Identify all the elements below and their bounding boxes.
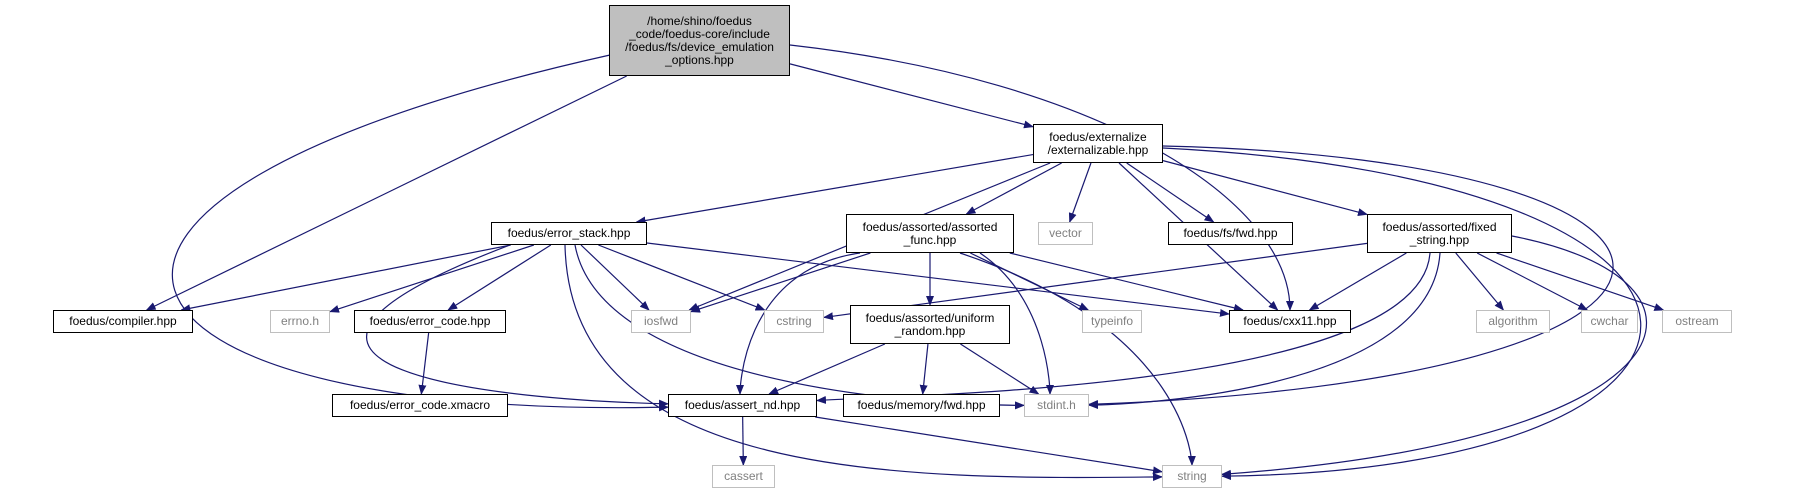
edge-fixed-string-to-ostream [1496,252,1665,311]
edge-assert-nd-to-cassert [739,416,748,466]
node-label: string [1177,469,1207,483]
node-label: typeinfo [1090,314,1134,328]
edge-root-to-compiler [145,75,627,311]
node-label: foedus/error_stack.hpp [507,226,631,240]
edge-assorted-func-to-assert-nd [736,252,861,395]
node-label: cassert [724,469,763,483]
node-externalizable[interactable]: foedus/externalize /externalizable.hpp [1033,124,1163,163]
node-label: vector [1049,226,1082,240]
edge-fixed-string-to-algorithm [1455,252,1505,311]
edge-externalizable-to-fs-fwd [1126,162,1215,223]
edge-externalizable-to-string [1162,147,1642,481]
node-fixed-string[interactable]: foedus/assorted/fixed _string.hpp [1367,214,1512,253]
node-assert-nd[interactable]: foedus/assert_nd.hpp [668,394,817,417]
node-error-stack[interactable]: foedus/error_stack.hpp [491,222,647,245]
node-label: cstring [776,314,812,328]
edge-fixed-string-to-cxx11 [1308,252,1407,311]
edge-assorted-func-to-stdint [979,252,1054,395]
edge-error-code-to-error-code-xmacro [418,332,430,395]
edge-error-stack-to-error-code [447,244,552,311]
node-string[interactable]: string [1162,465,1222,488]
node-label: foedus/assorted/fixed _string.hpp [1382,219,1497,247]
edge-externalizable-to-vector [1068,162,1092,223]
node-root[interactable]: /home/shino/foedus _code/foedus-core/inc… [609,5,790,76]
edge-assorted-func-to-cxx11 [1009,252,1244,312]
edge-uniform-random-to-assert-nd [768,343,886,395]
edge-error-stack-to-iosfwd [580,244,650,311]
node-iosfwd[interactable]: iosfwd [631,310,691,333]
edge-assorted-func-to-string [959,252,1196,466]
edge-error-stack-to-cstring [598,244,766,311]
node-cwchar[interactable]: cwchar [1581,310,1638,333]
node-memory-fwd[interactable]: foedus/memory/fwd.hpp [843,394,1000,417]
edge-error-stack-to-string [564,244,1163,481]
node-vector[interactable]: vector [1038,222,1093,245]
edge-error-stack-to-compiler [180,244,511,313]
node-stdint[interactable]: stdint.h [1024,394,1089,417]
node-label: foedus/assorted/assorted _func.hpp [862,219,998,247]
node-label: foedus/memory/fwd.hpp [857,398,986,412]
edge-externalizable-to-fixed-string [1162,160,1368,216]
edge-externalizable-to-assorted-func [965,162,1062,215]
node-label: foedus/externalize /externalizable.hpp [1047,129,1149,157]
edge-assert-nd-to-string [815,416,1163,475]
node-label: foedus/error_code.xmacro [349,398,491,412]
node-algorithm[interactable]: algorithm [1476,310,1550,333]
node-label: foedus/fs/fwd.hpp [1183,226,1278,240]
edge-root-to-cxx11 [789,44,1294,311]
node-label: cwchar [1590,314,1629,328]
node-label: foedus/compiler.hpp [69,314,177,328]
node-cstring[interactable]: cstring [764,310,824,333]
node-label: errno.h [280,314,320,328]
node-typeinfo[interactable]: typeinfo [1082,310,1142,333]
edge-layer [145,44,1665,481]
edge-fixed-string-to-string [1221,235,1647,478]
node-errno[interactable]: errno.h [270,310,330,333]
node-fs-fwd[interactable]: foedus/fs/fwd.hpp [1168,222,1293,245]
node-label: ostream [1675,314,1719,328]
node-label: foedus/error_code.hpp [369,314,491,328]
edge-root-to-externalizable [789,63,1034,129]
node-label: foedus/assorted/uniform _random.hpp [865,310,995,338]
node-label: /home/shino/foedus _code/foedus-core/inc… [625,13,774,67]
node-cxx11[interactable]: foedus/cxx11.hpp [1229,310,1351,333]
edge-fixed-string-to-stdint [1088,252,1441,410]
edge-uniform-random-to-memory-fwd [919,343,929,395]
node-label: foedus/cxx11.hpp [1243,314,1337,328]
node-compiler[interactable]: foedus/compiler.hpp [53,310,193,333]
node-cassert[interactable]: cassert [712,465,775,488]
edge-externalizable-to-stdint [1088,145,1614,409]
node-label: iosfwd [643,314,678,328]
node-ostream[interactable]: ostream [1662,310,1732,333]
edge-uniform-random-to-stdint [960,343,1040,395]
edge-error-stack-to-assert-nd [366,244,669,408]
node-assorted-func[interactable]: foedus/assorted/assorted _func.hpp [846,214,1014,253]
node-label: algorithm [1488,314,1538,328]
edge-assorted-func-to-iosfwd [690,252,871,313]
node-label: stdint.h [1037,398,1076,412]
node-label: foedus/assert_nd.hpp [684,398,801,412]
node-uniform-random[interactable]: foedus/assorted/uniform _random.hpp [850,305,1010,344]
edge-fixed-string-to-cwchar [1476,252,1589,311]
node-error-code-xmacro[interactable]: foedus/error_code.xmacro [332,394,508,417]
edge-error-stack-to-cxx11 [646,242,1230,317]
edge-externalizable-to-error-stack [635,153,1034,225]
node-error-code[interactable]: foedus/error_code.hpp [354,310,506,333]
